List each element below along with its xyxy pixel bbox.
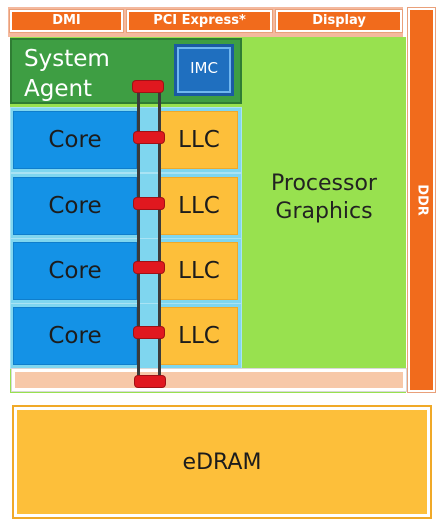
llc-block: LLC — [160, 177, 238, 235]
llc-block: LLC — [160, 307, 238, 365]
system-agent-label: System Agent — [24, 44, 110, 104]
processor-graphics-block: Processor Graphics — [242, 38, 406, 368]
ring-stop — [134, 132, 164, 143]
display-block: Display — [276, 10, 402, 32]
processor-graphics-label: Processor Graphics — [242, 170, 406, 226]
core-label: Core — [48, 193, 102, 219]
core-block: Core — [13, 111, 137, 169]
llc-label: LLC — [178, 258, 220, 284]
llc-block: LLC — [160, 242, 238, 300]
core-label: Core — [48, 258, 102, 284]
dmi-label: DMI — [52, 13, 81, 28]
llc-label: LLC — [178, 323, 220, 349]
llc-label: LLC — [178, 193, 220, 219]
ddr-label: DDR — [414, 184, 429, 216]
llc-label: LLC — [178, 127, 220, 153]
core-label: Core — [48, 127, 102, 153]
ring-bus — [137, 86, 161, 386]
ring-stop — [133, 81, 163, 92]
ring-stop — [135, 376, 165, 387]
edram-label: eDRAM — [182, 450, 262, 475]
core-label: Core — [48, 323, 102, 349]
display-label: Display — [312, 13, 366, 28]
llc-block: LLC — [160, 111, 238, 169]
core-block: Core — [13, 307, 137, 365]
dmi-block: DMI — [10, 10, 123, 32]
ring-stop — [134, 262, 164, 273]
system-agent-line1: System — [24, 46, 110, 72]
core-block: Core — [13, 177, 137, 235]
ring-bus-strip — [12, 369, 406, 391]
pci-express-label: PCI Express* — [153, 13, 246, 28]
ring-stop — [134, 327, 164, 338]
imc-block: IMC — [174, 44, 234, 96]
pci-express-block: PCI Express* — [127, 10, 272, 32]
system-agent-line2: Agent — [24, 76, 93, 102]
ring-stop — [134, 198, 164, 209]
ddr-block: DDR — [408, 8, 435, 392]
edram-block: eDRAM — [12, 405, 432, 519]
processor-graphics-line2: Graphics — [275, 199, 373, 224]
processor-graphics-line1: Processor — [271, 171, 377, 196]
core-block: Core — [13, 242, 137, 300]
imc-label: IMC — [190, 59, 218, 77]
